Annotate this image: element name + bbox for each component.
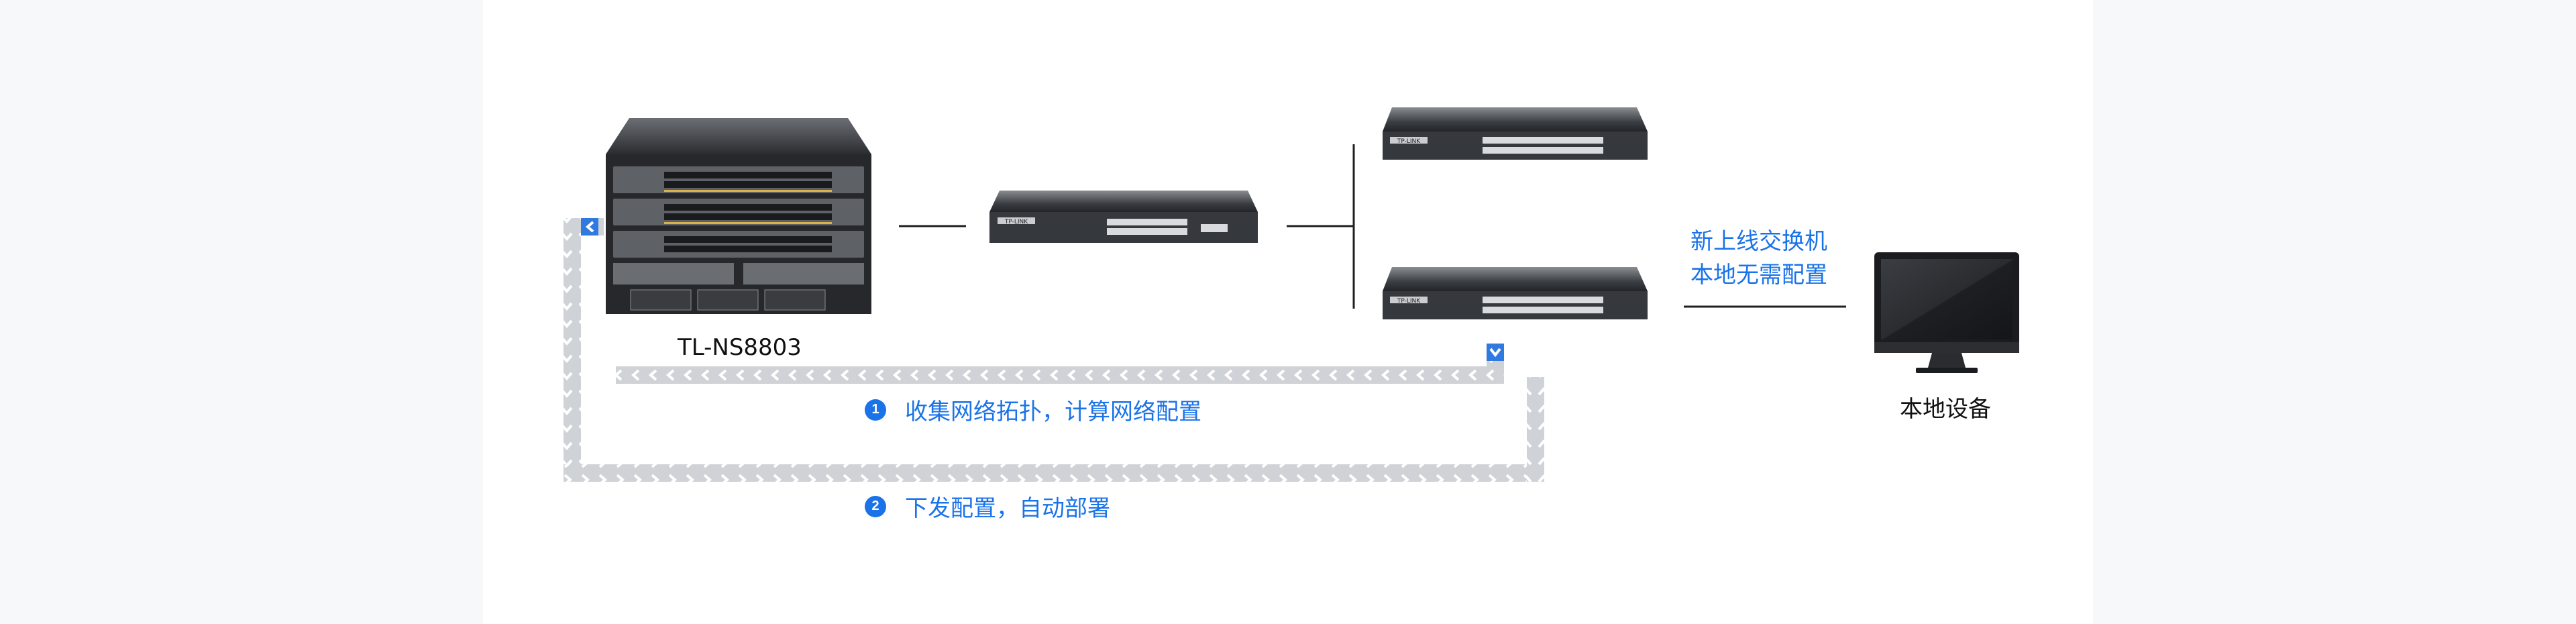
step-distribute-config: 2 下发配置，自动部署 xyxy=(865,490,1110,523)
end-device-label: 本地设备 xyxy=(1900,391,1991,423)
new-switch-note-line1: 新上线交换机 xyxy=(1690,225,1827,258)
brand-logo-access-top: TP-LINK xyxy=(1397,138,1421,145)
brand-logo-aggregation: TP-LINK xyxy=(1004,219,1028,225)
step-text: 下发配置，自动部署 xyxy=(905,490,1110,523)
access-switch-bottom: TP-LINK xyxy=(1383,267,1648,319)
flow-collect-band xyxy=(616,366,1504,384)
chassis-power-modules xyxy=(631,290,825,310)
monitor-icon xyxy=(1874,252,2019,373)
chassis-supervisor-left xyxy=(613,263,734,284)
flow-distribute-left-riser xyxy=(564,218,581,476)
step-text: 收集网络拓扑，计算网络配置 xyxy=(905,393,1201,426)
brand-logo-access-bottom: TP-LINK xyxy=(1397,298,1421,305)
step-number-badge: 2 xyxy=(865,496,886,517)
new-switch-note-line2: 本地无需配置 xyxy=(1690,258,1827,292)
aggregation-switch: TP-LINK xyxy=(989,191,1258,243)
core-switch-chassis xyxy=(606,118,871,314)
core-switch-label: TL-NS8803 xyxy=(678,334,802,361)
chassis-supervisor-right xyxy=(743,263,864,284)
flow-distribute-right-riser xyxy=(1527,377,1544,482)
flow-distribute-band xyxy=(564,464,1544,482)
chassis-line-cards xyxy=(613,166,864,258)
step-number-badge: 1 xyxy=(865,399,886,421)
new-switch-note: 新上线交换机 本地无需配置 xyxy=(1690,225,1827,292)
access-switch-top: TP-LINK xyxy=(1383,107,1648,160)
step-collect-topology: 1 收集网络拓扑，计算网络配置 xyxy=(865,393,1201,426)
